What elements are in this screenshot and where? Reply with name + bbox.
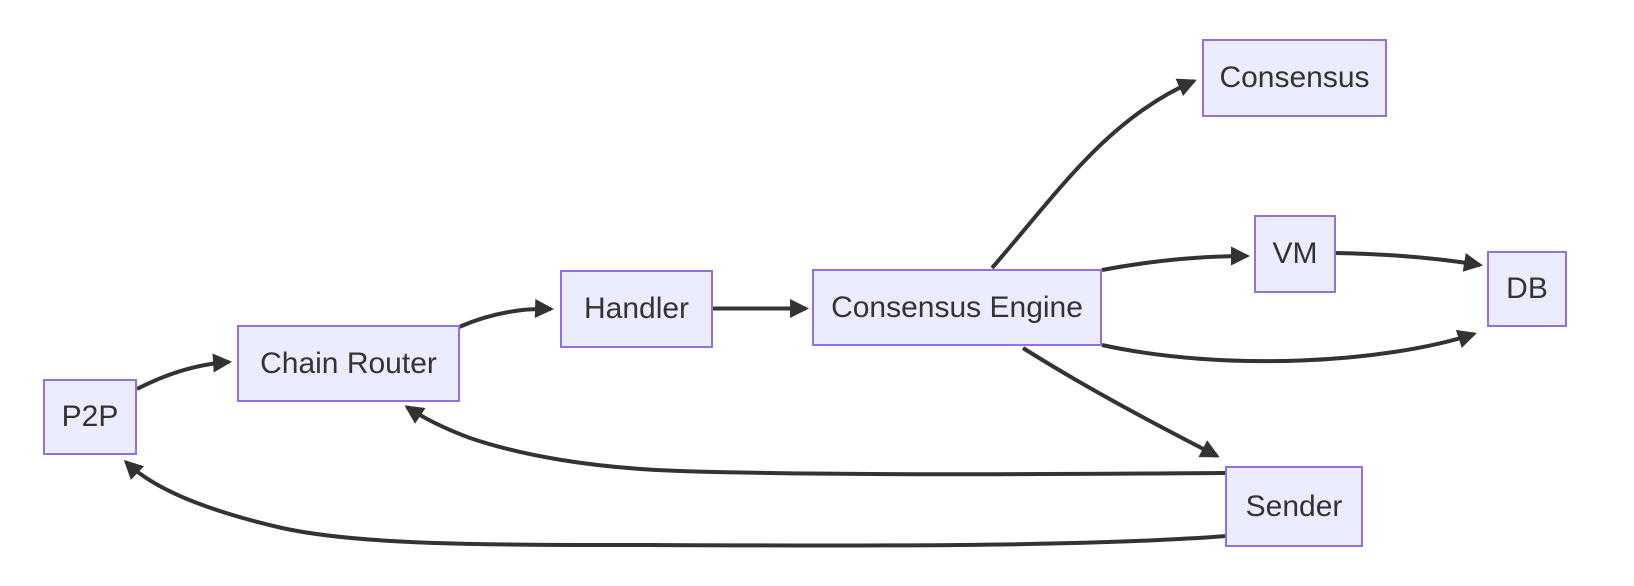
edge-p2p-to-chain-router <box>136 353 233 391</box>
edge-sender-to-chain-router <box>404 405 1226 477</box>
node-p2p: P2P <box>43 379 137 455</box>
edge-sender-to-p2p <box>123 459 1228 548</box>
edge-vm-to-db <box>1335 251 1484 272</box>
node-consensus-label: Consensus <box>1219 61 1370 94</box>
node-handler: Handler <box>560 270 713 348</box>
node-db-label: DB <box>1506 272 1548 305</box>
edge-consensus-engine-to-db <box>1101 329 1477 364</box>
node-chain-router-label: Chain Router <box>260 346 437 380</box>
node-chain-router: Chain Router <box>237 325 460 402</box>
node-sender: Sender <box>1225 466 1363 547</box>
node-consensus: Consensus <box>1202 39 1387 117</box>
node-vm: VM <box>1254 215 1336 293</box>
node-consensus-engine: Consensus Engine <box>812 269 1102 346</box>
node-sender-label: Sender <box>1245 489 1343 523</box>
node-db: DB <box>1487 251 1567 327</box>
node-vm-label: VM <box>1272 237 1318 270</box>
node-consensus-engine-label: Consensus Engine <box>831 290 1083 324</box>
node-handler-label: Handler <box>583 292 690 325</box>
node-p2p-label: P2P <box>61 400 119 433</box>
edge-consensus-engine-to-vm <box>1101 246 1251 272</box>
edge-chain-router-to-handler <box>458 299 555 329</box>
edge-consensus-engine-to-consensus <box>990 78 1197 270</box>
edge-consensus-engine-to-sender <box>1021 346 1220 458</box>
